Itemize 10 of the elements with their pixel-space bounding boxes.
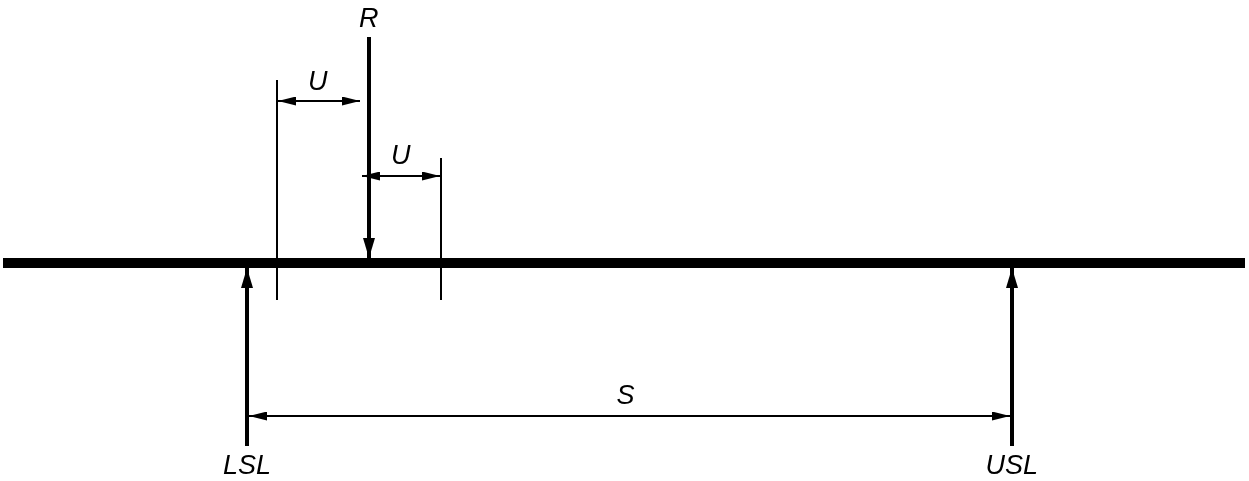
reading-label: R xyxy=(359,3,379,33)
span-arrow xyxy=(248,411,1011,421)
arrow xyxy=(363,37,375,258)
arrow xyxy=(241,268,253,446)
arrow xyxy=(1006,268,1018,446)
dimension-label: U xyxy=(308,66,328,96)
scale-bar xyxy=(3,258,1245,268)
limit-label: LSL xyxy=(223,450,272,480)
limit-label: USL xyxy=(985,450,1039,480)
dimension-label: U xyxy=(391,140,411,170)
